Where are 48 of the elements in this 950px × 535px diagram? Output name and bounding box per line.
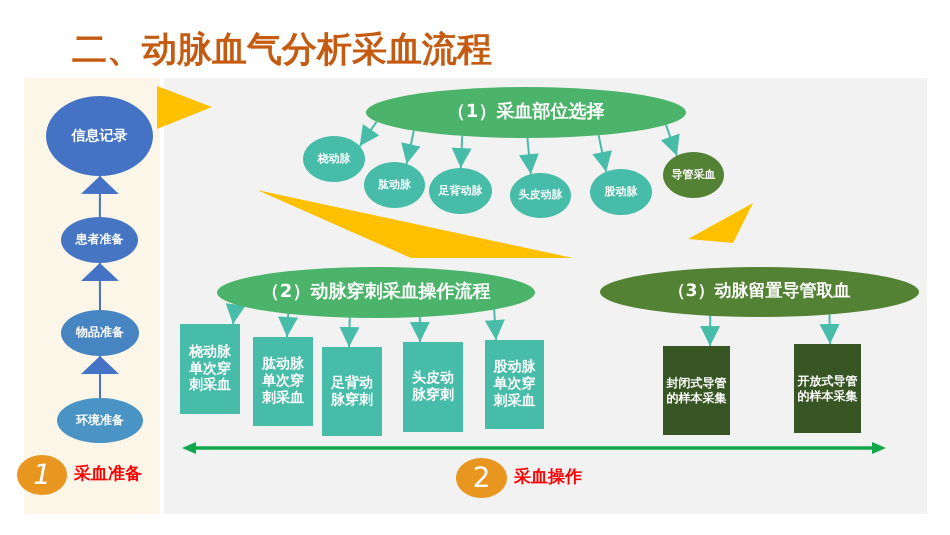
process-box: [180, 324, 240, 414]
node-label: 头皮动脉穿刺: [411, 370, 455, 404]
node-label: 物品准备: [76, 326, 124, 340]
process-box: [253, 337, 313, 426]
node-label: 肱动脉单次穿刺采血: [261, 356, 305, 407]
node-label: 导管采血: [672, 168, 716, 182]
process-box: [322, 347, 382, 436]
arrow: [592, 135, 612, 172]
process-box: [663, 346, 730, 435]
node-label: （2）动脉穿刺采血操作流程: [262, 282, 490, 303]
node-label: 桡动脉单次穿刺采血: [188, 344, 232, 394]
node-label: （3）动脉留置导管取血: [668, 282, 850, 302]
arrow: [80, 263, 119, 310]
process-box: [403, 342, 463, 432]
arrow: [484, 310, 505, 340]
process-box: [485, 340, 544, 429]
section-label: 采血操作: [514, 467, 582, 488]
node-label: 信息记录: [72, 128, 128, 144]
node-label: 足背动脉: [438, 184, 482, 198]
arrow: [660, 124, 680, 156]
arrow: [518, 138, 539, 174]
arrow: [340, 318, 360, 348]
node-label: 头皮动脉: [518, 189, 562, 202]
node-label: 1: [33, 458, 51, 492]
arrow: [81, 356, 119, 398]
node-label: 桡动脉: [318, 152, 350, 166]
node-label: （1）采血部位选择: [448, 102, 604, 123]
arrow: [80, 176, 119, 217]
node-label: 2: [472, 462, 490, 494]
arrow: [452, 136, 472, 168]
node-label: 开放式导管的样本采集: [797, 374, 858, 404]
arrow: [410, 317, 430, 342]
section-label: 采血准备: [74, 464, 142, 484]
node-label: 环境准备: [76, 414, 124, 428]
process-box: [794, 344, 861, 433]
arrow: [700, 316, 720, 346]
node-label: 封闭式导管的样本采集: [666, 376, 727, 406]
node-label: 股动脉: [604, 186, 638, 198]
node-label: 肱动脉: [378, 178, 411, 192]
slide-title: 二、动脉血气分析采血流程: [72, 31, 492, 70]
arrow: [820, 314, 840, 344]
node-label: 患者准备: [76, 233, 124, 247]
arrow: [358, 121, 380, 147]
arrow: [401, 130, 421, 164]
arrow: [278, 314, 298, 338]
node-label: 足背动脉穿刺: [330, 374, 374, 408]
arrow: [226, 303, 246, 324]
node-label: 股动脉单次穿刺采血: [493, 359, 536, 410]
